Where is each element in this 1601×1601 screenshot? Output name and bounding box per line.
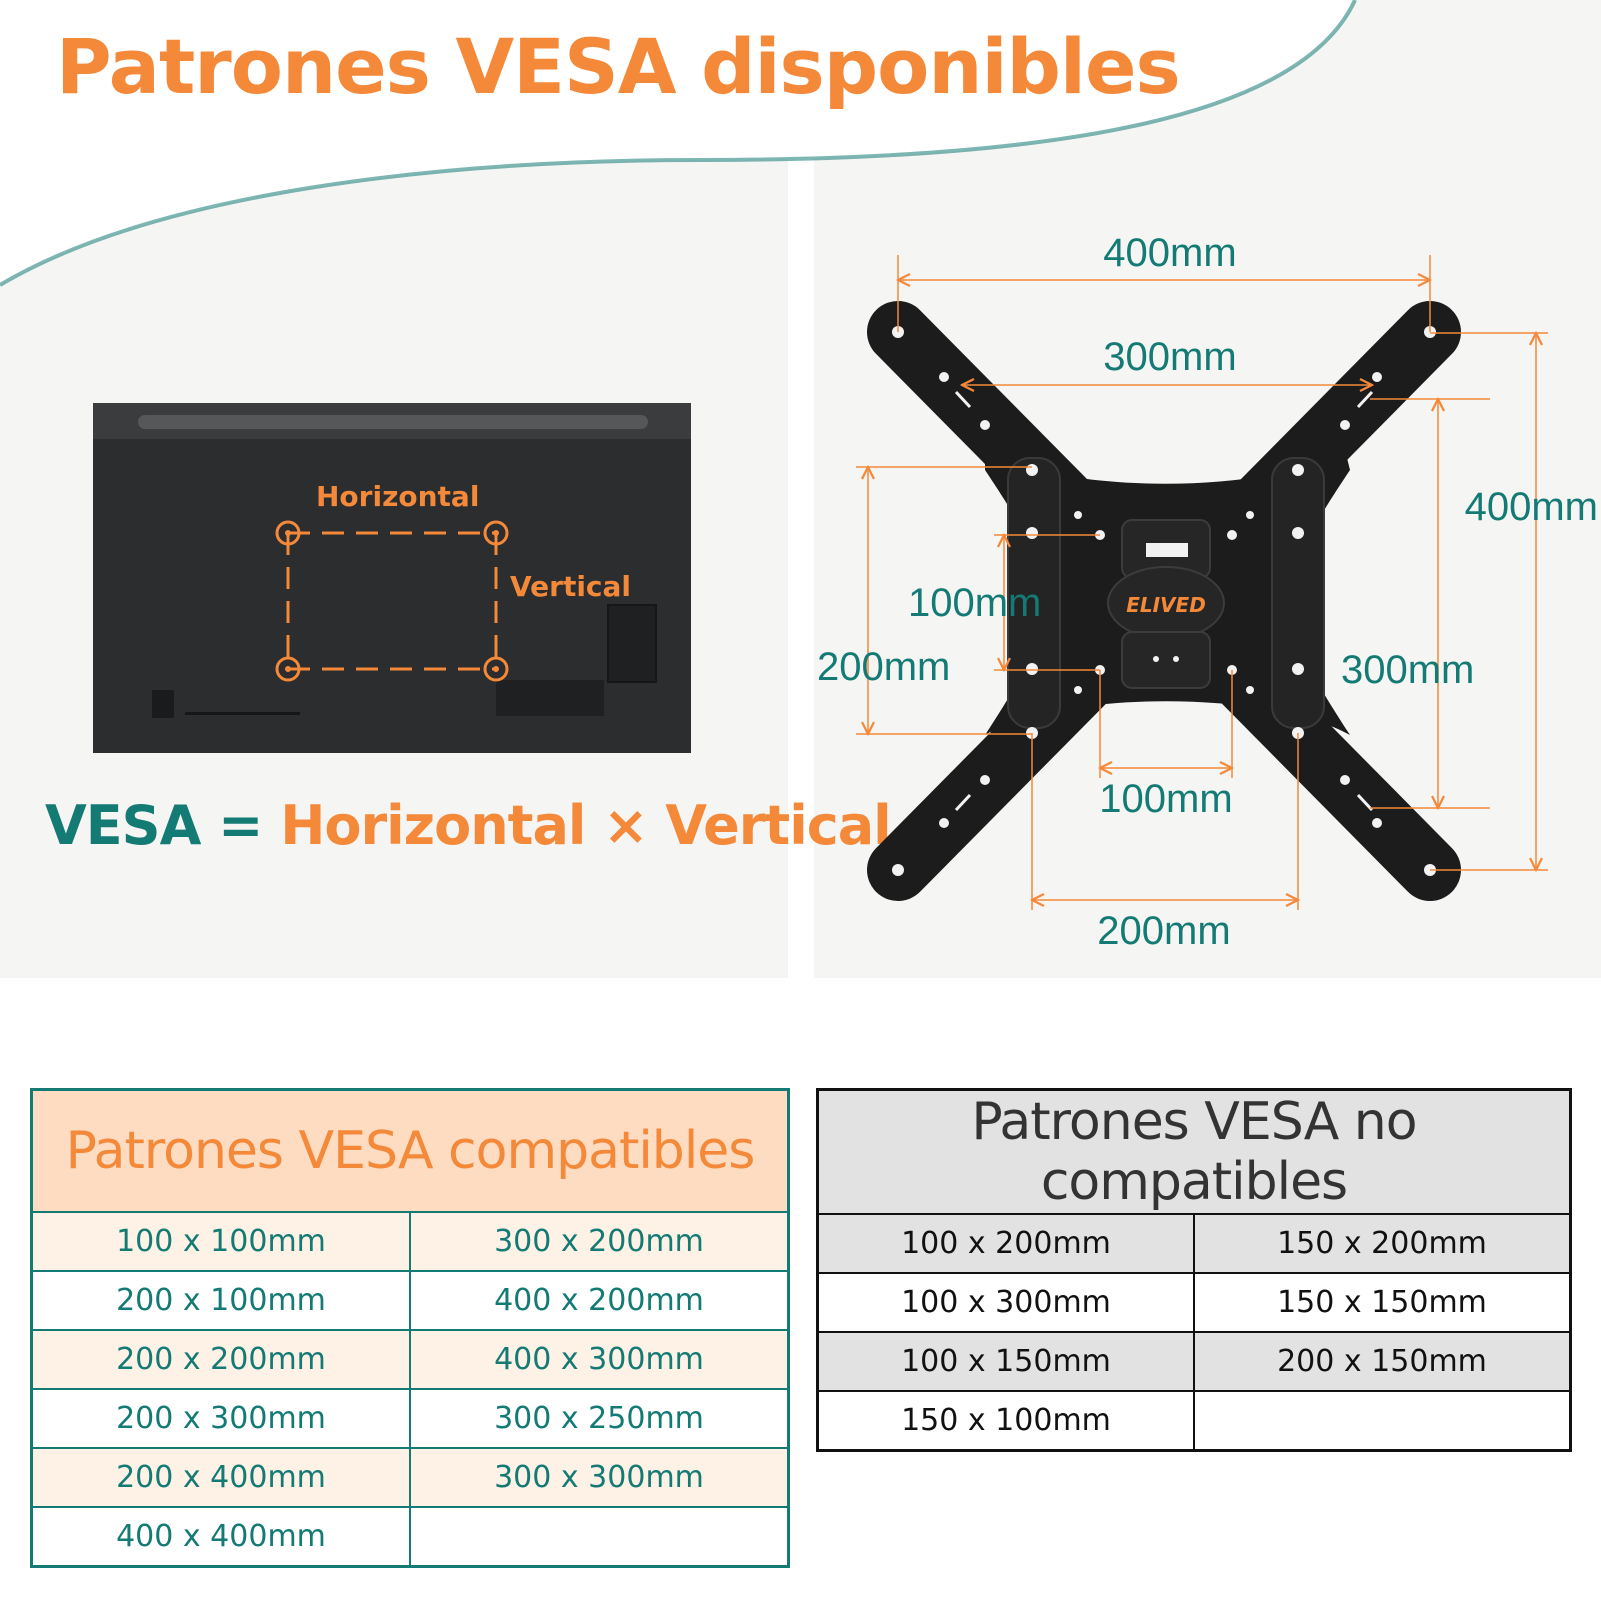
table-cell [409,1506,789,1567]
formula-operator: × [603,794,648,857]
table-cell: 150 x 100mm [817,1390,1194,1451]
vertical-label: Vertical [510,570,631,603]
table-cell: 100 x 150mm [817,1331,1194,1391]
dim-bottom-outer: 200mm [1097,909,1230,953]
table-cell: 300 x 300mm [409,1447,789,1507]
mount-hole-markers [275,520,509,682]
table-cell: 400 x 400mm [31,1506,410,1567]
non-compatible-table-header: Patrones VESA no compatibles [817,1089,1571,1214]
dim-bottom-inner: 100mm [1099,777,1232,821]
tv-back-diagram: Horizontal Vertical [93,403,691,753]
table-cell: 200 x 400mm [31,1447,410,1507]
table-cell: 100 x 100mm [31,1211,410,1271]
dim-right-inner: 300mm [1341,648,1474,692]
table-row: 150 x 100mm [817,1390,1571,1451]
dim-right-outer: 400mm [1465,485,1598,529]
table-cell: 200 x 100mm [31,1270,410,1330]
formula-vertical: Vertical [665,794,891,857]
dim-left-outer: 200mm [817,645,950,689]
table-cell: 300 x 250mm [409,1388,789,1448]
dim-left-inner: 100mm [908,581,1041,625]
mount-bracket: ELIVED [867,301,1461,901]
decorative-swoosh [0,0,1601,287]
page-title: Patrones VESA disponibles [56,22,1181,111]
table-cell: 100 x 200mm [817,1213,1194,1273]
table-row: 400 x 400mm [31,1506,789,1567]
dim-top-inner: 300mm [1103,335,1236,379]
formula-horizontal: Horizontal [280,794,586,857]
table-cell: 150 x 200mm [1192,1213,1571,1273]
horizontal-label: Horizontal [316,480,479,513]
table-cell: 300 x 200mm [409,1211,789,1271]
table-cell: 200 x 300mm [31,1388,410,1448]
table-cell: 200 x 150mm [1192,1331,1571,1391]
table-cell [1192,1390,1571,1451]
compatible-table-header: Patrones VESA compatibles [31,1089,789,1212]
formula-prefix: VESA = [45,794,263,857]
table-cell: 400 x 200mm [409,1270,789,1330]
dim-top-outer: 400mm [1103,231,1236,275]
non-compatible-patterns-table: Patrones VESA no compatibles 100 x 200mm… [816,1088,1572,1452]
table-cell: 200 x 200mm [31,1329,410,1389]
brand-logo: ELIVED [1126,593,1206,617]
vesa-formula: VESA = Horizontal × Vertical [45,794,892,857]
wall-mount-diagram: ELIVED [817,231,1598,953]
dimension-lines [856,255,1548,910]
table-cell: 150 x 150mm [1192,1272,1571,1332]
table-cell: 400 x 300mm [409,1329,789,1389]
table-cell: 100 x 300mm [817,1272,1194,1332]
